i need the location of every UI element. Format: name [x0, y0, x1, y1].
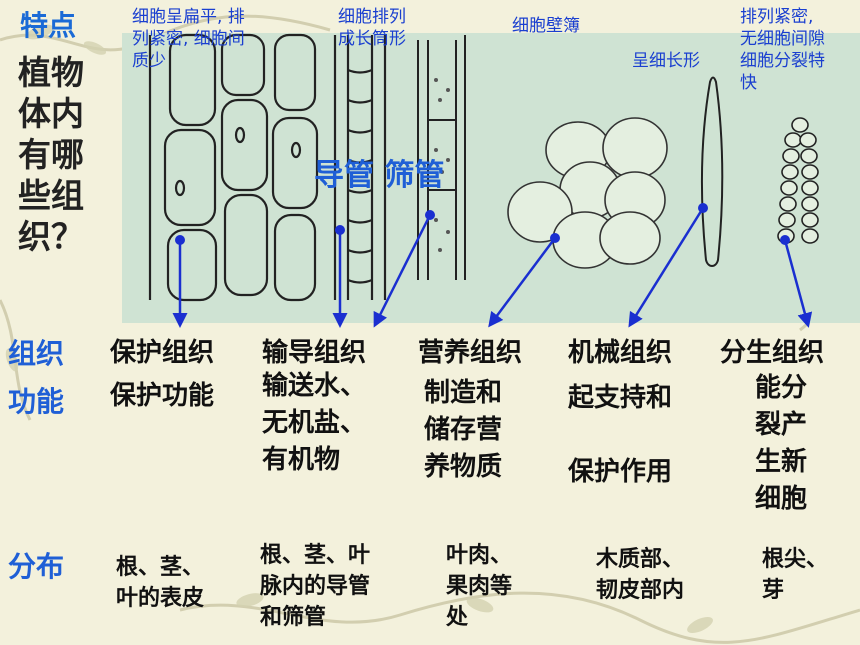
- caption-conducting: 细胞排列 成长筒形: [338, 7, 406, 49]
- function-conducting: 输送水、 无机盐、 有机物: [262, 371, 367, 475]
- function-protective: 保护功能: [110, 381, 215, 411]
- tissue-name-conducting: 输导组织: [262, 338, 367, 368]
- mechanical-tissue-drawing: [700, 76, 724, 267]
- caption-meristem: 排列紧密, 无细胞间隙 细胞分裂特 快: [740, 7, 825, 93]
- distribution-nutrient: 叶肉、 果肉等 处: [446, 543, 513, 630]
- arrow-meristem: [783, 239, 813, 328]
- function-nutrient: 制造和 储存营 养物质: [424, 378, 503, 482]
- function-mechanical: 起支持和 保护作用: [568, 383, 673, 487]
- nutrient-tissue-drawing: [507, 117, 668, 269]
- tissue-name-meristem: 分生组织: [720, 338, 825, 368]
- distribution-meristem: 根尖、 芽: [762, 547, 829, 603]
- row-label-distribution: 分布: [8, 550, 65, 583]
- tissue-name-protective: 保护组织: [110, 338, 215, 368]
- distribution-protective: 根、茎、 叶的表皮: [116, 555, 205, 611]
- question-heading: 植物 体内 有哪 些组 织？: [18, 53, 84, 256]
- illustration-panel: [122, 33, 860, 323]
- row-label-tissue: 组织: [8, 337, 65, 370]
- caption-protective: 细胞呈扁平, 排 列紧密, 细胞间 质少: [132, 7, 245, 71]
- arrow-sieve-tube: [373, 214, 432, 328]
- arrow-nutrient: [488, 237, 557, 328]
- vessel-sieve-label: 导管 筛管: [314, 158, 445, 193]
- arrow-mechanical: [628, 207, 705, 328]
- meristem-tissue-drawing: [777, 117, 819, 244]
- tissue-name-nutrient: 营养组织: [418, 338, 523, 368]
- caption-nutrient: 细胞壁簿: [512, 16, 580, 36]
- caption-mechanical: 呈细长形: [632, 51, 700, 71]
- protective-tissue-drawing: [148, 33, 319, 302]
- function-meristem: 能分 裂产 生新 细胞: [755, 373, 808, 514]
- features-heading: 特点: [20, 9, 77, 42]
- vessel-drawing: [333, 35, 387, 300]
- distribution-mechanical: 木质部、 韧皮部内: [596, 547, 685, 603]
- distribution-conducting: 根、茎、叶 脉内的导管 和筛管: [260, 543, 371, 630]
- row-label-function: 功能: [8, 385, 65, 418]
- tissue-name-mechanical: 机械组织: [568, 338, 673, 368]
